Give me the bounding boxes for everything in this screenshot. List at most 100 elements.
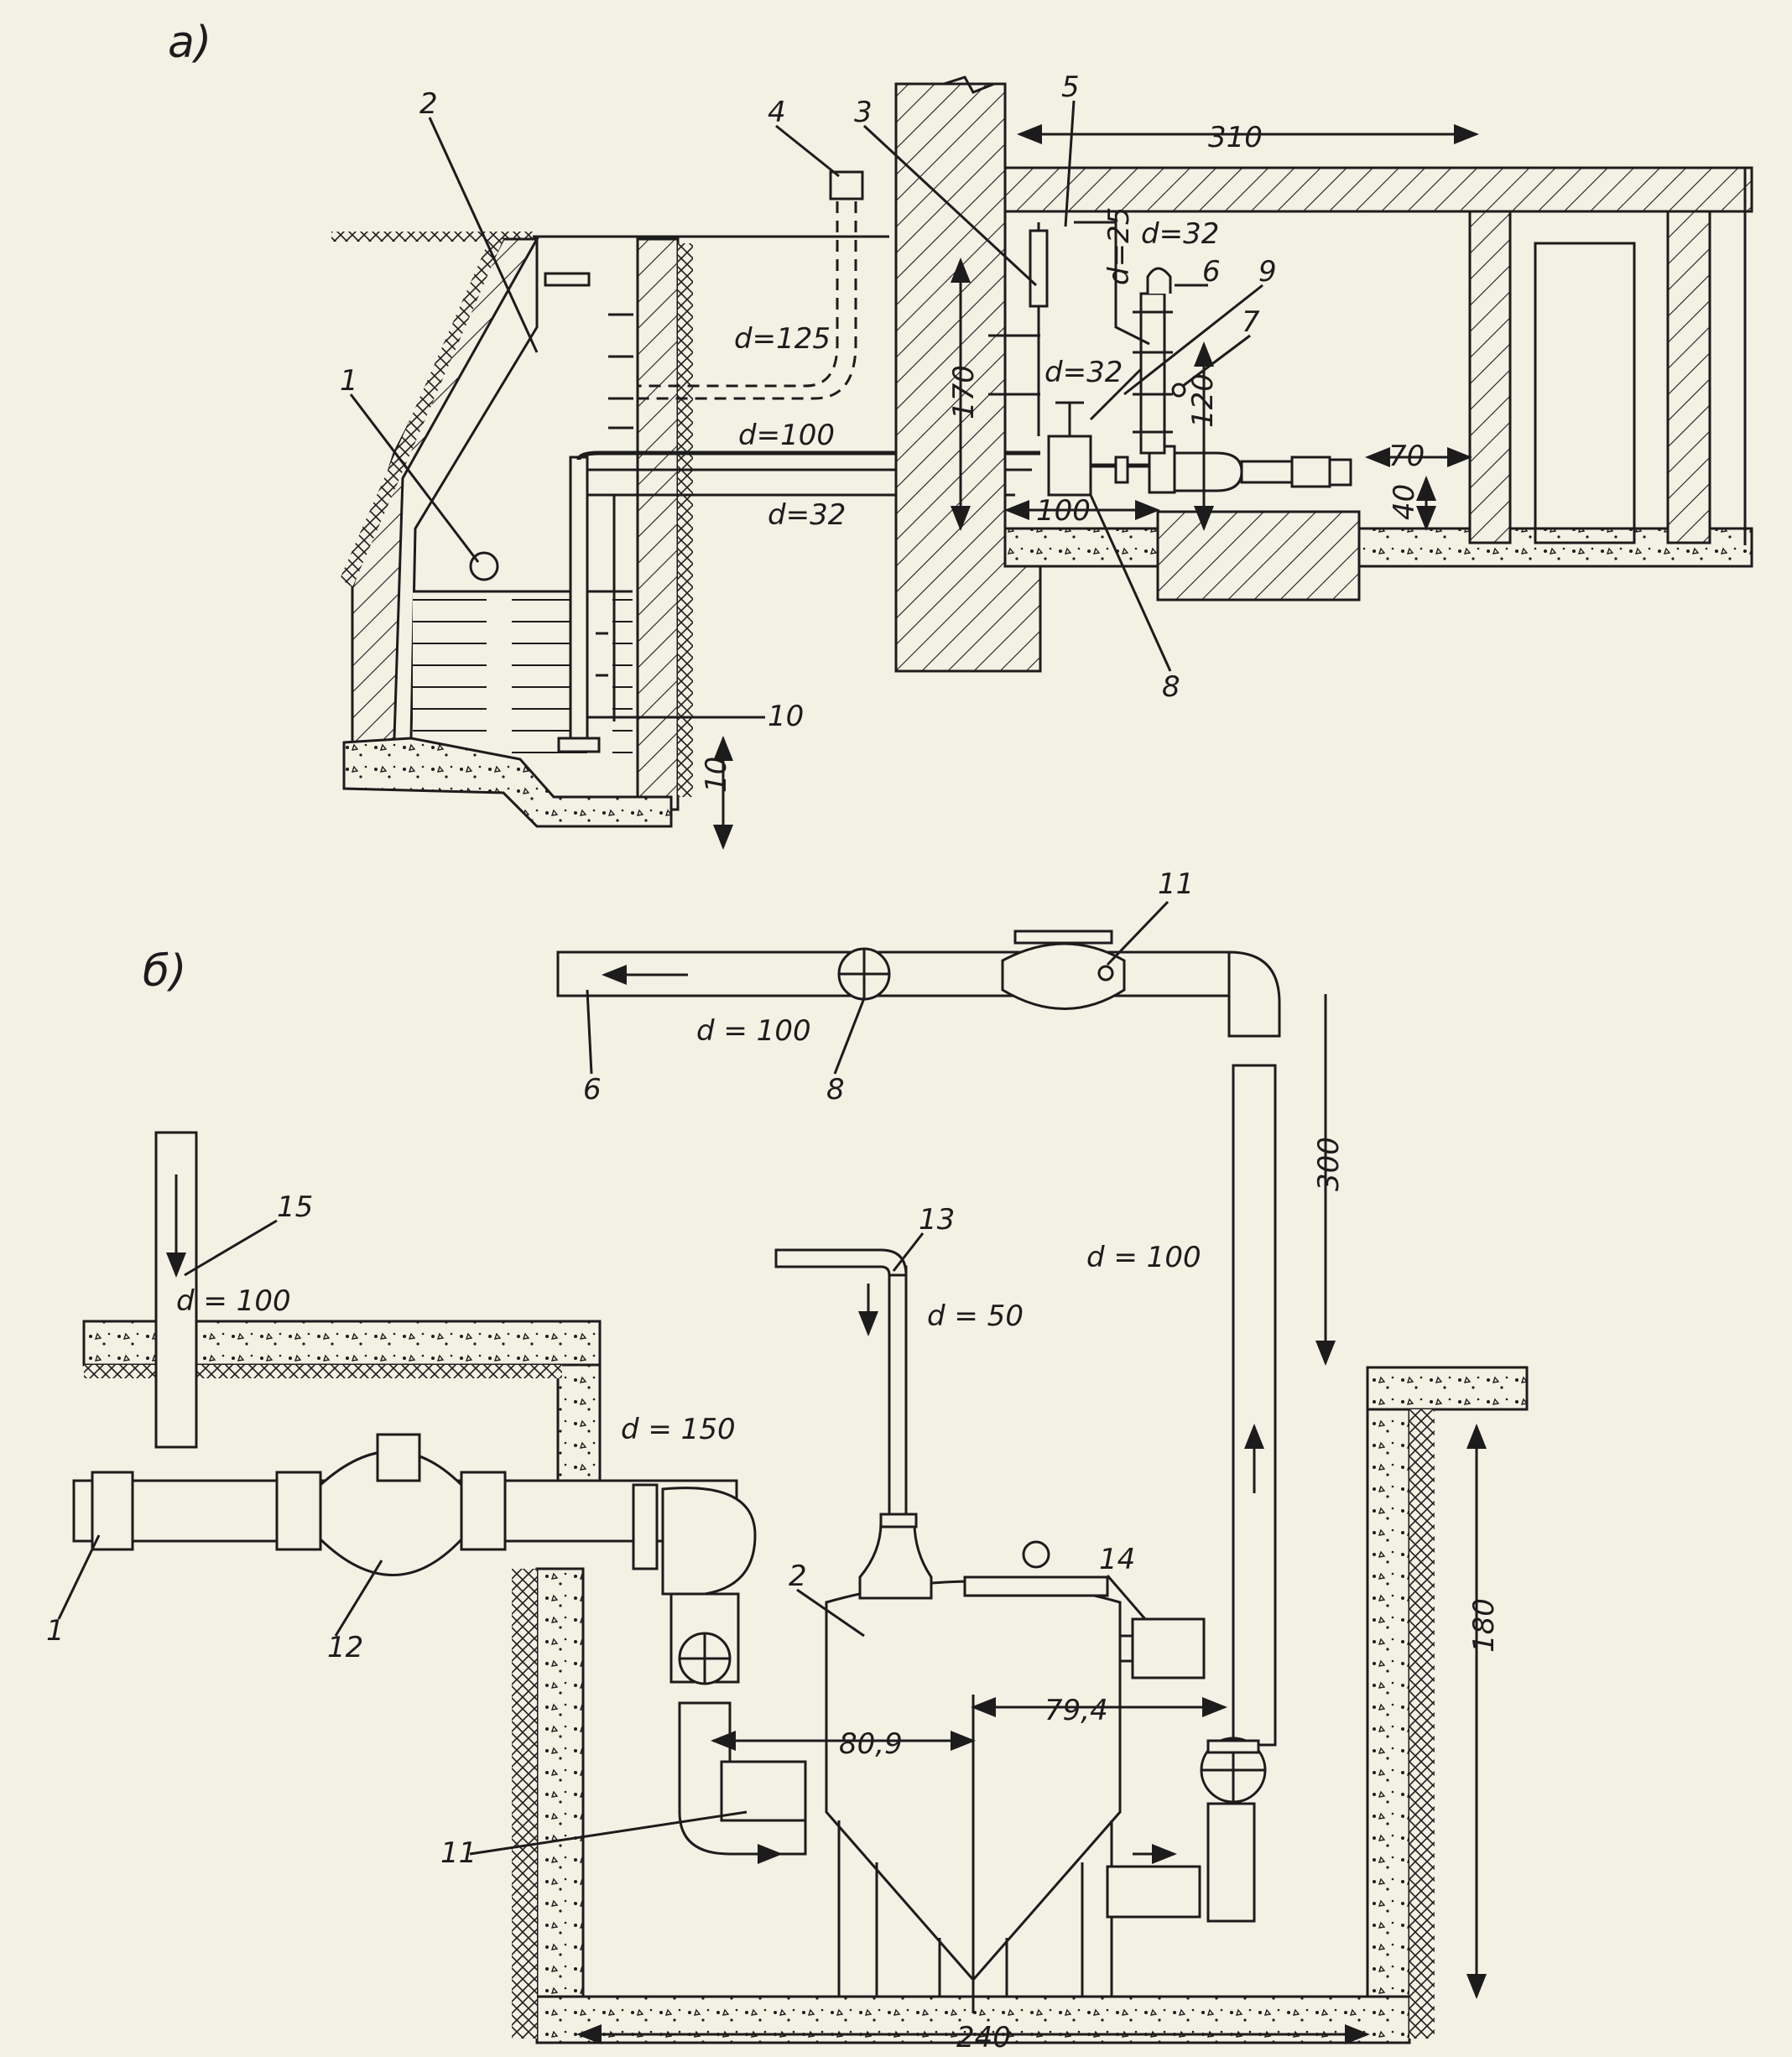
label-b-6: 6 <box>583 1073 602 1107</box>
tank-top-flange <box>963 1575 1109 1597</box>
ground-slab-right <box>1366 1366 1529 1411</box>
float-ball <box>469 551 499 581</box>
soil-left <box>512 1569 537 2039</box>
label-d32c: d=32 <box>1141 217 1219 251</box>
label-d32b: d=32 <box>1044 356 1123 389</box>
pipe-13-elbow <box>774 1248 908 1277</box>
check-valve-lower-11 <box>720 1760 807 1822</box>
section-b-title: б) <box>143 946 186 997</box>
pit-wall-right <box>1366 1366 1411 1998</box>
reservoir-left-soil <box>340 237 503 587</box>
dim-240: 240 <box>956 2021 1011 2053</box>
dim-40: 40 <box>1388 484 1421 520</box>
label-b-13: 13 <box>919 1203 955 1237</box>
leader-lines-a <box>349 100 1263 719</box>
bottom-slab <box>342 737 673 828</box>
pipe-9 <box>1089 367 1143 421</box>
flange-12a <box>275 1471 322 1551</box>
gauge-7 <box>1171 383 1186 398</box>
pump-lower-base <box>1106 1865 1201 1919</box>
door <box>1534 242 1636 544</box>
label-b-d150: d = 150 <box>621 1413 736 1446</box>
check-valve-11-cover <box>1013 930 1113 945</box>
reservoir-right-soil <box>678 243 693 797</box>
flange-d150 <box>632 1483 659 1570</box>
suction-foot-valve <box>557 737 601 753</box>
riser-d100 <box>1232 1064 1277 1747</box>
dim-809: 80,9 <box>839 1727 903 1761</box>
label-b-8: 8 <box>826 1073 845 1107</box>
vent-cap <box>829 170 864 200</box>
pipe-d125-dashed <box>638 201 857 400</box>
soil-top-left <box>84 1365 562 1378</box>
label-d100: d=100 <box>738 419 835 452</box>
pump-motor <box>1290 456 1331 488</box>
elbow-d150 <box>661 1487 757 1596</box>
manhole-cover <box>544 272 591 287</box>
label-b-2: 2 <box>789 1560 807 1593</box>
dim-794: 79,4 <box>1044 1694 1108 1727</box>
basement-floor <box>1003 527 1753 568</box>
inlet-flange-1 <box>91 1471 134 1551</box>
vacuum-device <box>1029 229 1049 308</box>
label-a-2: 2 <box>419 87 438 121</box>
flange-12b <box>460 1471 507 1551</box>
leader-lines-b <box>57 900 1169 1856</box>
pump-lower-outlet <box>1206 1802 1256 1923</box>
dim-100: 100 <box>1036 494 1091 528</box>
label-b-d100b: d = 100 <box>176 1284 291 1318</box>
valve-8 <box>1047 435 1092 497</box>
pressure-relay-14 <box>1131 1617 1206 1679</box>
label-d125: d=125 <box>734 322 831 356</box>
riser-bend-6 <box>1146 267 1172 294</box>
label-a-5: 5 <box>1061 70 1080 104</box>
dim-120: 120 <box>1186 373 1220 428</box>
pump-shaft <box>1240 460 1294 484</box>
suction-flange <box>1114 456 1129 484</box>
reservoir-right-wall <box>636 237 680 811</box>
dim-180: 180 <box>1467 1598 1501 1653</box>
label-a-6: 6 <box>1202 255 1221 289</box>
label-a-4: 4 <box>768 96 786 129</box>
label-b-11a: 11 <box>1158 867 1194 901</box>
pit-wall-left-upper <box>556 1363 602 1492</box>
motor-end <box>1328 458 1352 487</box>
wall-break-line <box>943 76 995 94</box>
elbow-top <box>1227 950 1281 1038</box>
label-a-10: 10 <box>768 700 804 733</box>
tank-legs <box>837 1820 1113 1997</box>
gate-valve-8-spokes <box>839 949 889 999</box>
strainer-12-cap <box>376 1433 421 1482</box>
check-valve-11 <box>1001 942 1126 1010</box>
section-a: а) <box>168 18 1753 850</box>
tank-inlet-flange <box>879 1513 918 1528</box>
ceiling-slab <box>1003 166 1753 213</box>
label-a-3: 3 <box>854 96 873 129</box>
pump-lower-flange <box>1206 1739 1260 1754</box>
suction-pipe <box>569 456 589 748</box>
pipe-d100-horizontal <box>576 450 1040 461</box>
label-a-8: 8 <box>1162 670 1180 704</box>
label-b-d100a: d = 100 <box>696 1014 811 1048</box>
relay-14-link <box>1120 1634 1133 1663</box>
tank-lifting-eye <box>1022 1540 1050 1569</box>
pump-volute <box>1173 451 1243 492</box>
soil-right <box>1409 1409 1435 2039</box>
water-body <box>413 591 633 755</box>
label-b-14: 14 <box>1099 1543 1135 1576</box>
label-b-15: 15 <box>277 1190 313 1224</box>
label-b-1: 1 <box>46 1614 65 1648</box>
pump-foundation <box>1156 510 1361 601</box>
label-b-12: 12 <box>327 1631 363 1664</box>
label-b-d50: d = 50 <box>927 1299 1024 1333</box>
dim-170: 170 <box>947 365 981 419</box>
tank-bottom-supports <box>938 1938 1008 1997</box>
label-a-1: 1 <box>340 364 358 398</box>
ladder-rungs <box>596 313 633 677</box>
label-b-d100c: d = 100 <box>1086 1241 1201 1274</box>
check-valve-11-port <box>1097 965 1114 982</box>
dim-300: 300 <box>1312 1137 1346 1191</box>
label-d25: d=25 <box>1102 207 1136 285</box>
